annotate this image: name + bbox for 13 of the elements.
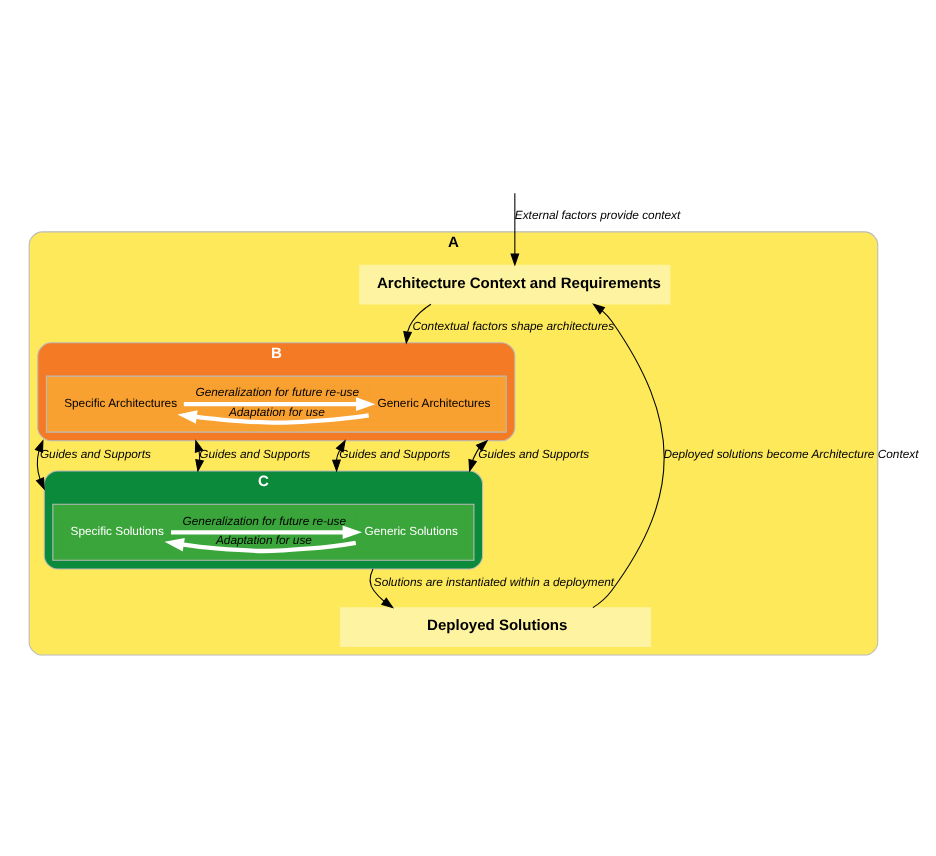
- cluster: [45, 375, 507, 433]
- arrow: [510, 192, 520, 267]
- arrow: [177, 410, 370, 425]
- arrow: [468, 439, 489, 473]
- arrow: [34, 439, 45, 491]
- arrow: [369, 568, 395, 609]
- arrow: [403, 303, 432, 345]
- arrow: [331, 439, 346, 473]
- arrow: [183, 397, 376, 411]
- cluster: [52, 503, 475, 561]
- arrow: [592, 303, 665, 609]
- arrow: [164, 538, 357, 554]
- arrow: [171, 525, 363, 540]
